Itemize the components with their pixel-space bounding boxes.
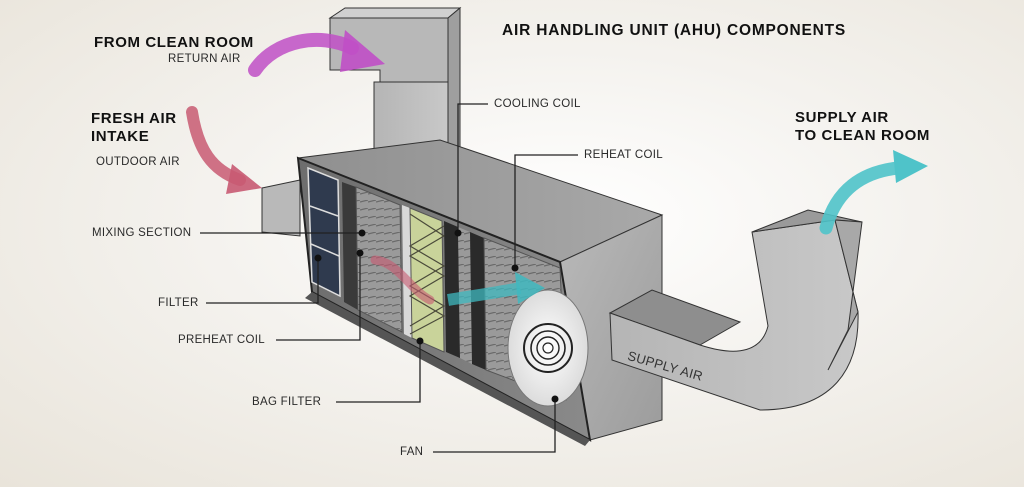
fresh-air-heading-line1: FRESH AIR <box>91 110 177 127</box>
fresh-air-inlet <box>261 179 301 237</box>
fresh-air-heading-line2: INTAKE <box>91 128 150 145</box>
return-air-label: RETURN AIR <box>168 53 241 65</box>
fresh-air-arrow <box>186 106 262 194</box>
fan <box>507 289 589 407</box>
label-fan: FAN <box>400 446 424 458</box>
internal-airflow-warm <box>370 255 435 305</box>
diagram-title: AIR HANDLING UNIT (AHU) COMPONENTS <box>502 22 847 39</box>
leader-dots <box>314 229 559 403</box>
label-mixing-section: MIXING SECTION <box>92 227 192 239</box>
label-cooling-coil: COOLING COIL <box>494 98 581 110</box>
label-preheat-coil: PREHEAT COIL <box>178 334 265 346</box>
leader-lines <box>200 103 578 453</box>
supply-air-arrow <box>819 150 928 235</box>
bag-filter <box>402 205 446 353</box>
filter-panel <box>307 166 341 298</box>
label-filter: FILTER <box>158 297 199 309</box>
internal-airflow-cool <box>447 272 545 306</box>
supply-air-heading-line1: SUPPLY AIR <box>795 109 889 126</box>
label-reheat-coil: REHEAT COIL <box>584 149 663 161</box>
return-air-arrow <box>248 30 385 77</box>
supply-air-heading-line2: TO CLEAN ROOM <box>795 127 931 144</box>
supply-air-duct <box>608 209 863 411</box>
outdoor-air-label: OUTDOOR AIR <box>96 156 180 168</box>
return-air-heading: FROM CLEAN ROOM <box>94 34 254 51</box>
label-bag-filter: BAG FILTER <box>252 396 322 408</box>
